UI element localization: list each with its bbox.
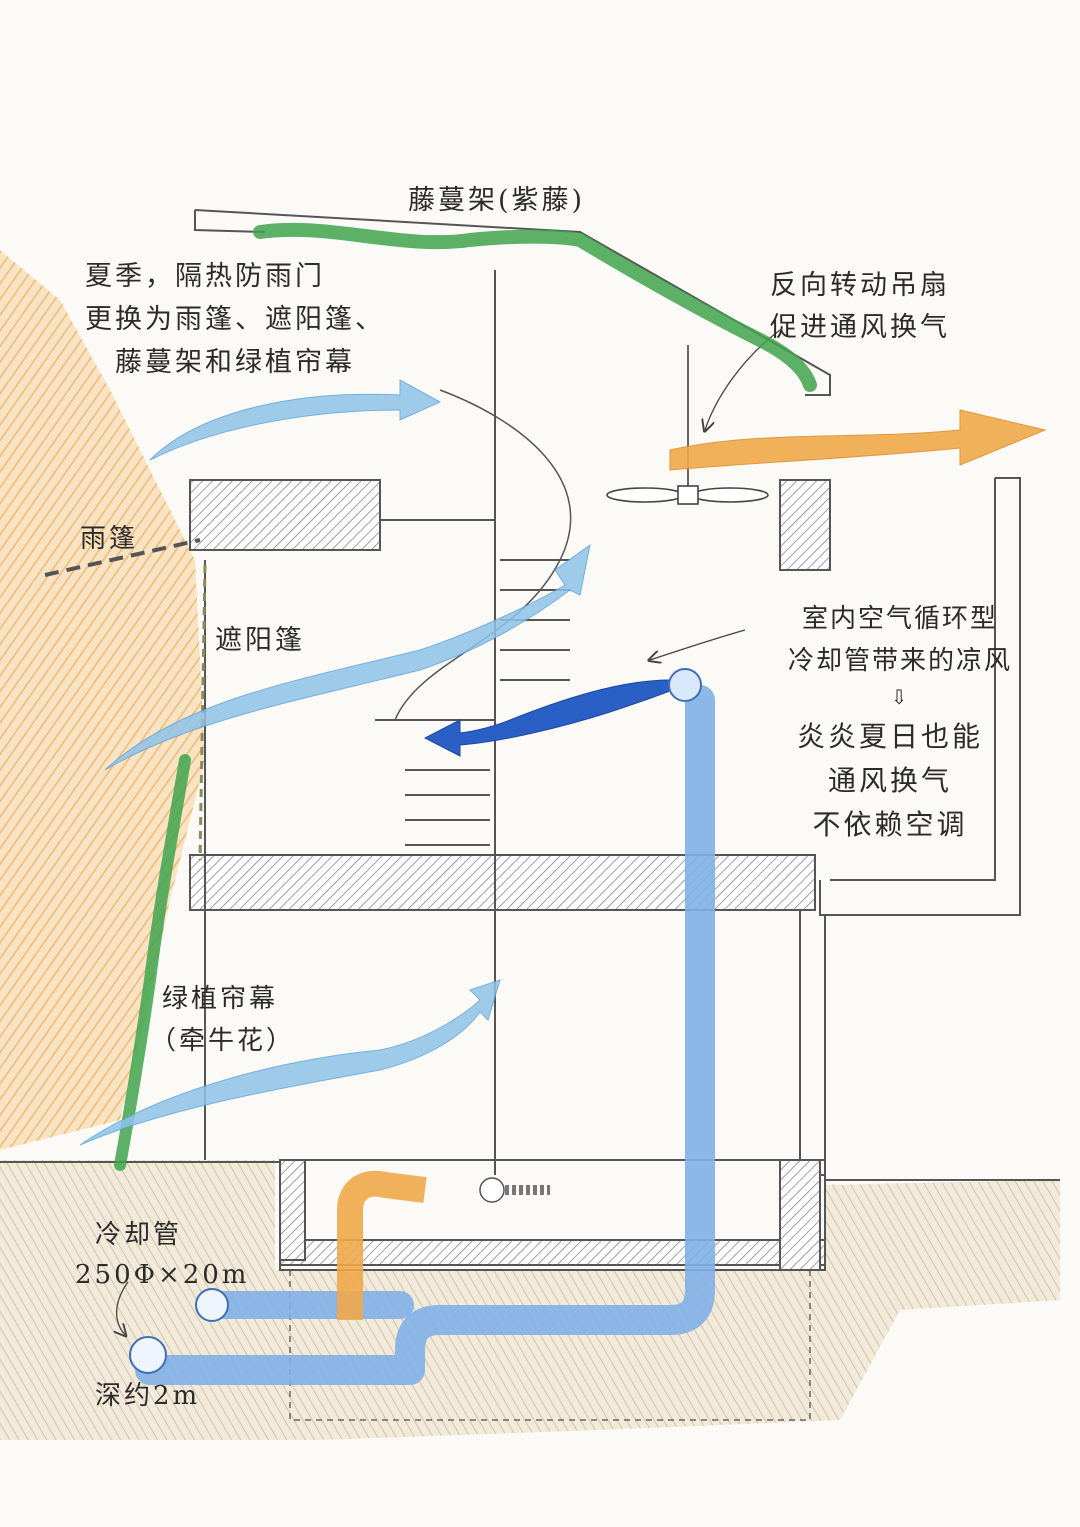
down-arrow-symbol: ⇩ — [890, 685, 910, 709]
cooling-pipe-line-2: 250Φ×20m — [75, 1260, 250, 1290]
summer-note: 夏季，隔热防雨门 更换为雨篷、遮阳篷、 藤蔓架和绿植帘幕 — [85, 255, 385, 384]
sun-awning-label: 遮阳篷 — [215, 625, 305, 656]
pipe-inlet-end — [668, 668, 702, 702]
depth-label: 深约2m — [95, 1381, 201, 1411]
pipe-end-upper — [195, 1288, 229, 1322]
summer-note-line-2: 更换为雨篷、遮阳篷、 — [85, 304, 385, 335]
cooling-pipe-pointer — [117, 1281, 129, 1335]
result-note-line-1: 炎炎夏日也能 — [796, 720, 983, 753]
result-note: 炎炎夏日也能 通风换气 不依赖空调 — [750, 715, 1030, 847]
cooling-pipe-line-1: 冷却管 — [95, 1220, 183, 1250]
ceiling-fan — [606, 345, 769, 505]
trellis-label: 藤蔓架(紫藤) — [408, 185, 586, 216]
rain-awning-line — [44, 538, 201, 577]
green-curtain-vine — [114, 754, 191, 1171]
cooling-pipe-label: 冷却管 250Φ×20m — [75, 1215, 249, 1295]
green-curtain-line-1: 绿植帘幕 — [161, 984, 278, 1014]
pipe-end-lower — [129, 1336, 167, 1374]
cool-air-note: 室内空气循环型 冷却管带来的凉风 ⇩ — [740, 598, 1060, 712]
breeze-arrows — [79, 379, 591, 1146]
summer-note-line-1: 夏季，隔热防雨门 — [85, 261, 325, 292]
fan-note: 反向转动吊扇 促进通风换气 — [770, 265, 950, 349]
basement-dashed-outline — [289, 1270, 811, 1421]
wisteria-vine — [253, 222, 817, 392]
fan-note-line-1: 反向转动吊扇 — [770, 270, 950, 301]
cooling-pipe-blue — [135, 685, 715, 1385]
summer-note-line-3: 藤蔓架和绿植帘幕 — [115, 347, 355, 378]
green-curtain-label: 绿植帘幕 （牵牛花） — [150, 978, 296, 1062]
pump-pipe-orange — [337, 1170, 427, 1320]
green-curtain-line-2: （牵牛花） — [150, 1026, 296, 1056]
result-note-line-3: 不依赖空调 — [812, 808, 968, 841]
rain-awning-label: 雨篷 — [80, 524, 139, 554]
cool-air-arrow — [423, 679, 673, 757]
warm-air-outflow-arrow — [669, 409, 1047, 471]
pump-fitting — [479, 1177, 505, 1203]
fan-note-line-2: 促进通风换气 — [770, 312, 950, 343]
stair-handrail — [394, 389, 572, 721]
result-note-line-2: 通风换气 — [827, 764, 952, 797]
cool-air-note-line-2: 冷却管带来的凉风 — [787, 646, 1012, 676]
cool-air-pointer — [650, 629, 746, 660]
cool-air-note-line-1: 室内空气循环型 — [801, 604, 998, 634]
